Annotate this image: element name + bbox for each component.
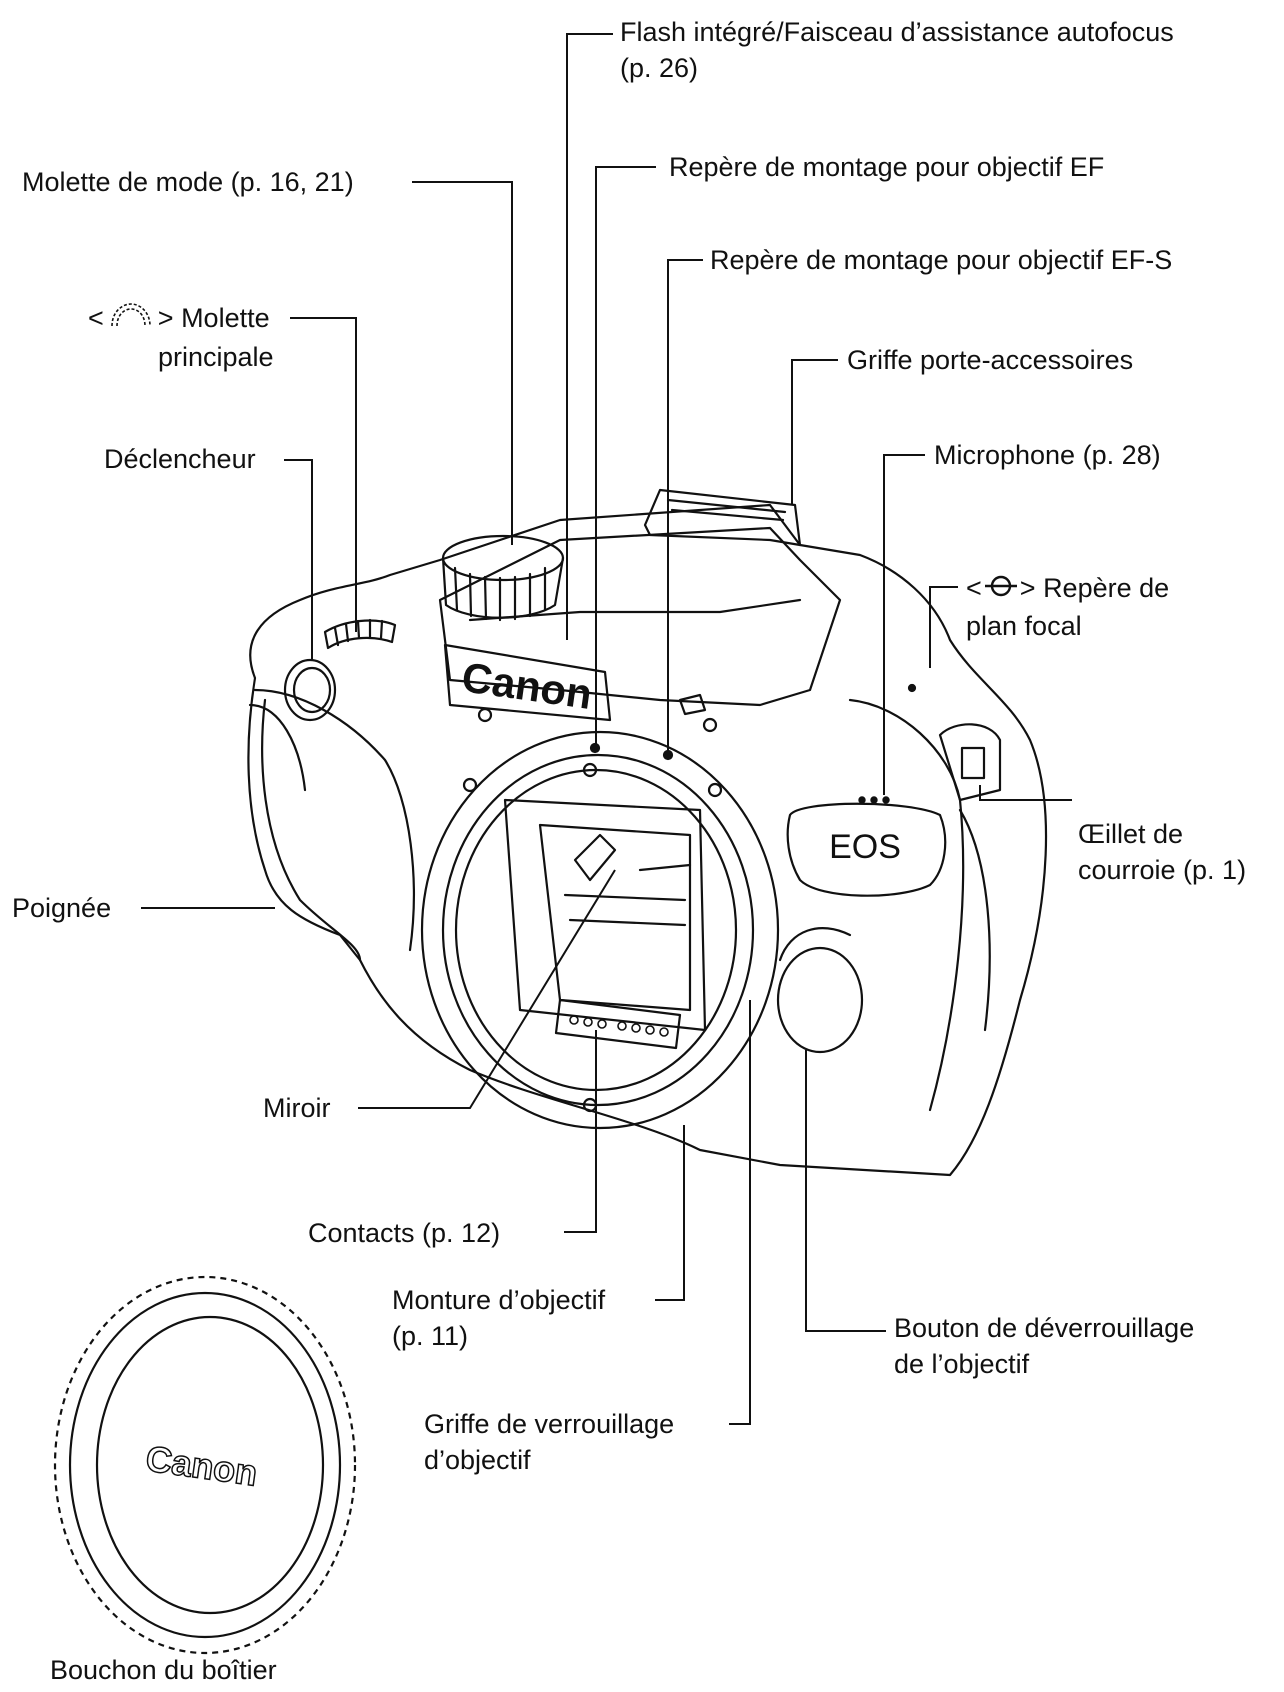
flash-housing <box>438 526 842 707</box>
dial-wheel-icon <box>106 300 156 339</box>
label-hot-shoe: Griffe porte-accessoires <box>847 345 1134 375</box>
grip-outline <box>253 688 415 962</box>
leader-hot-shoe <box>791 359 838 505</box>
leader-mode-dial <box>412 181 513 545</box>
model-badge <box>786 802 947 897</box>
main-dial-shape <box>323 619 397 650</box>
label-grip: Poignée <box>12 893 112 923</box>
label-mount-efs: Repère de montage pour objectif EF-S <box>710 245 1173 275</box>
label-microphone: Microphone (p. 28) <box>934 440 1161 470</box>
leader-microphone <box>883 454 925 795</box>
leader-flash <box>566 33 613 640</box>
body-cap-illustration <box>53 1275 357 1655</box>
leader-mount-ef <box>595 166 656 748</box>
eos-logo-text: EOS <box>829 828 901 866</box>
label-mode-dial: Molette de mode (p. 16, 21) <box>22 167 354 197</box>
label-contacts: Contacts (p. 12) <box>308 1218 501 1248</box>
lens-mount-ring <box>420 730 780 1130</box>
label-body-cap: Bouchon du boîtier <box>50 1655 277 1685</box>
label-strap-mount: Œillet de courroie (p. 1) <box>1078 819 1247 885</box>
label-lens-lock: Griffe de verrouillage d’objectif <box>424 1409 675 1475</box>
shutter-button-shape <box>283 658 337 722</box>
brand-plate <box>443 643 612 722</box>
hot-shoe <box>643 488 802 547</box>
leader-shutter <box>284 459 313 660</box>
label-lens-release: Bouton de déverrouillage de l’objectif <box>894 1313 1195 1379</box>
leader-lens-release <box>805 1050 886 1332</box>
body-cap-logo-text: Canon <box>143 1438 260 1494</box>
label-focal-plane: < > Repère de plan focal <box>966 572 1170 641</box>
leader-mount-efs <box>667 259 703 755</box>
leader-lens-lock <box>729 1000 751 1425</box>
camera-body-outline <box>247 503 1048 1177</box>
strap-eyelet <box>938 723 1002 802</box>
leader-strap <box>979 785 1072 801</box>
mirror-box <box>503 798 707 1032</box>
leader-lens-mount <box>655 1125 685 1301</box>
label-flash: Flash intégré/Faisceau d’assistance auto… <box>620 17 1174 83</box>
contacts-block <box>554 998 682 1050</box>
label-shutter: Déclencheur <box>104 444 256 474</box>
label-lens-mount: Monture d’objectif (p. 11) <box>392 1285 606 1351</box>
leader-contacts <box>564 1030 597 1233</box>
label-mirror: Miroir <box>263 1093 331 1123</box>
leader-mirror <box>358 869 616 1109</box>
lens-release-shape <box>776 946 864 1054</box>
focal-plane-mark-icon <box>984 572 1018 608</box>
leader-main-dial <box>290 317 357 632</box>
label-main-dial: < > Molette principale <box>88 300 274 375</box>
label-mount-ef: Repère de montage pour objectif EF <box>669 152 1105 182</box>
leader-focal-plane <box>929 586 958 668</box>
